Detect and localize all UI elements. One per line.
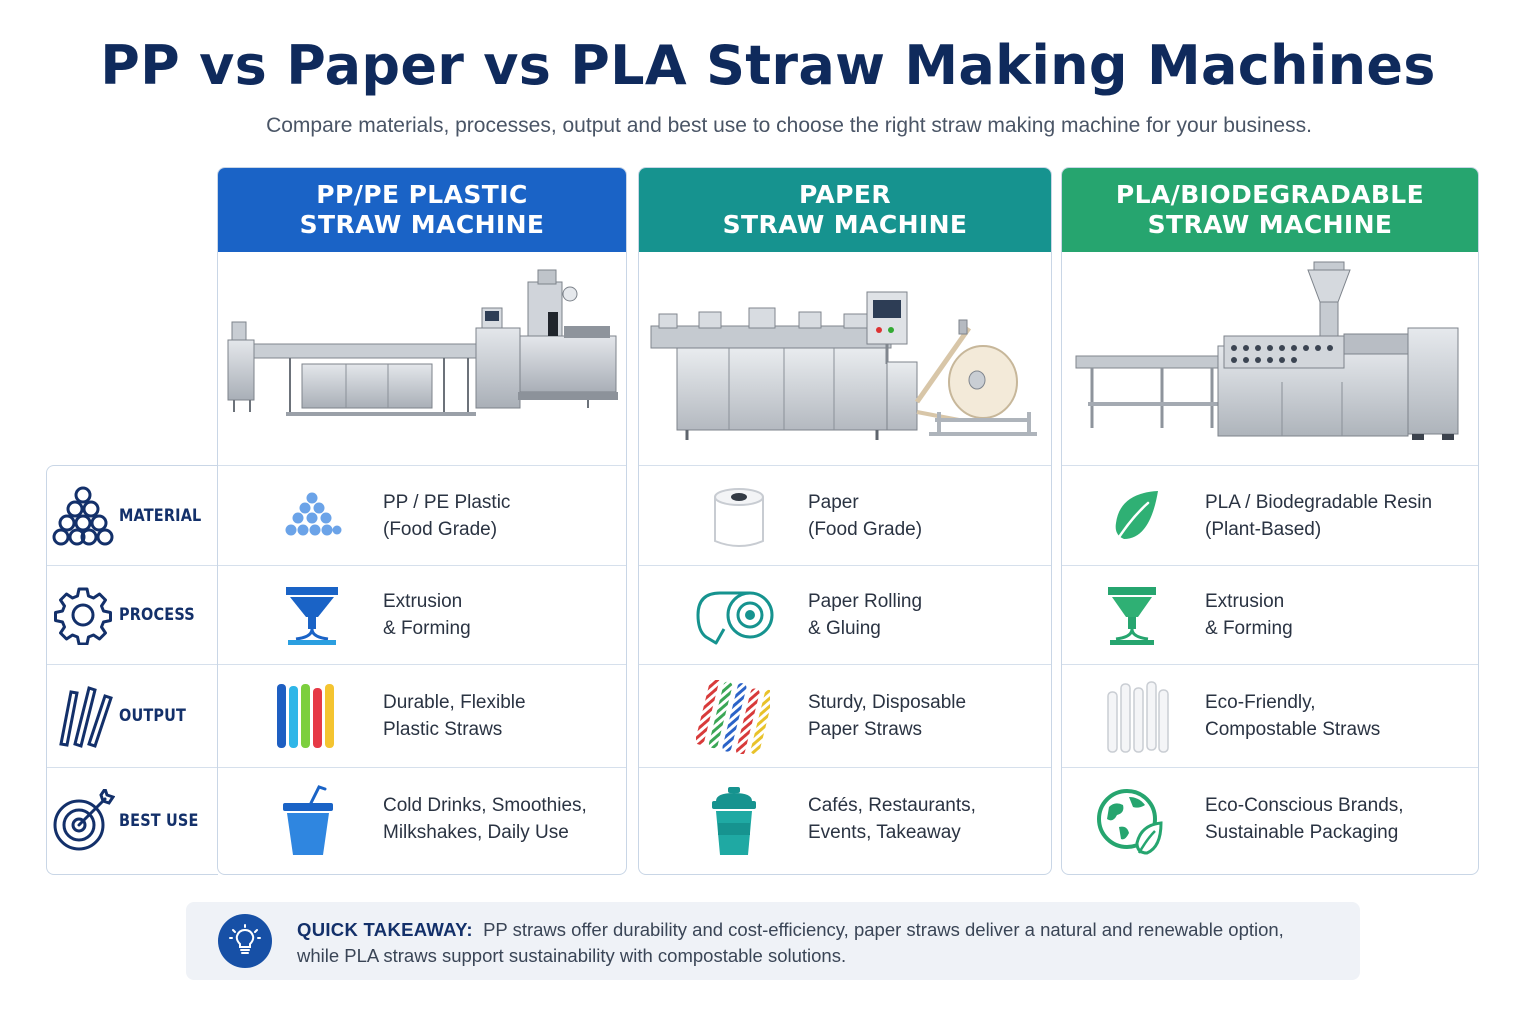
quick-takeaway-text: QUICK TAKEAWAY: PP straws offer durabili… (297, 917, 1337, 969)
paper-column: PAPER STRAW MACHINE (638, 167, 1052, 875)
pla-process-cell: Extrusion & Forming (1062, 566, 1478, 665)
pp-column: PP/PE PLASTIC STRAW MACHINE (217, 167, 627, 875)
paper-process-cell: Paper Rolling & Gluing (639, 566, 1051, 665)
quick-takeaway-label: QUICK TAKEAWAY: (297, 919, 473, 940)
paper-rolling-machine-image (639, 252, 1051, 466)
pp-best-use-cell: Cold Drinks, Smoothies, Milkshakes, Dail… (218, 768, 626, 874)
pp-output-cell: Durable, Flexible Plastic Straws (218, 665, 626, 768)
quick-takeaway-box: QUICK TAKEAWAY: PP straws offer durabili… (186, 902, 1360, 980)
white-straws-icon (1102, 679, 1172, 755)
leaf-icon (1108, 488, 1164, 548)
colored-straws-icon (274, 681, 342, 751)
paper-output-cell: Sturdy, Disposable Paper Straws (639, 665, 1051, 768)
row-label-text: MATERIAL (119, 505, 202, 526)
paper-best-use-text: Cafés, Restaurants, Events, Takeaway (808, 795, 976, 843)
pp-output-text: Durable, Flexible Plastic Straws (383, 692, 526, 740)
paper-material-cell: Paper (Food Grade) (639, 466, 1051, 566)
row-label-material: MATERIAL (47, 466, 219, 566)
row-label-text: BEST USE (119, 811, 199, 831)
pp-header-line2: STRAW MACHINE (299, 210, 545, 239)
pla-best-use-text: Eco-Conscious Brands, Sustainable Packag… (1205, 795, 1404, 843)
pla-header-line1: PLA/BIODEGRADABLE (1115, 180, 1425, 209)
paper-output-text: Sturdy, Disposable Paper Straws (808, 692, 967, 740)
extrusion-die-icon (282, 584, 342, 648)
quick-takeaway-line1: PP straws offer durability and cost-effi… (483, 919, 1284, 940)
pla-best-use-cell: Eco-Conscious Brands, Sustainable Packag… (1062, 768, 1478, 874)
pla-column: PLA/BIODEGRADABLE STRAW MACHINE (1061, 167, 1479, 875)
pp-best-use-text: Cold Drinks, Smoothies, Milkshakes, Dail… (383, 795, 587, 843)
row-label-process: PROCESS (47, 566, 219, 665)
globe-leaf-icon (1094, 786, 1166, 858)
cold-drink-cup-icon (280, 784, 336, 858)
paper-header-line1: PAPER (798, 180, 892, 209)
straws-icon (47, 665, 119, 767)
row-label-text: PROCESS (119, 605, 195, 625)
pp-process-text: Extrusion & Forming (383, 591, 471, 639)
pla-output-text: Eco-Friendly, Compostable Straws (1205, 692, 1381, 740)
quick-takeaway-line2: while PLA straws support sustainability … (297, 945, 847, 966)
stacked-pellets-icon (47, 466, 119, 565)
lightbulb-icon (218, 914, 272, 968)
paper-process-text: Paper Rolling & Gluing (808, 591, 923, 639)
row-label-output: OUTPUT (47, 665, 219, 768)
row-label-text: OUTPUT (119, 706, 187, 726)
pla-material-text: PLA / Biodegradable Resin (Plant-Based) (1205, 492, 1433, 540)
paper-best-use-cell: Cafés, Restaurants, Events, Takeaway (639, 768, 1051, 874)
paper-roll-icon (709, 486, 769, 550)
page-title: PP vs Paper vs PLA Straw Making Machines (100, 34, 1436, 97)
rolling-paper-icon (693, 586, 777, 646)
row-label-best-use: BEST USE (47, 768, 219, 874)
pp-extrusion-line-image (218, 252, 626, 466)
pp-material-text: PP / PE Plastic (Food Grade) (383, 492, 511, 540)
striped-straws-icon (695, 679, 771, 755)
page-subtitle: Compare materials, processes, output and… (266, 114, 1312, 137)
pla-process-text: Extrusion & Forming (1205, 591, 1293, 639)
row-label-panel: MATERIAL PROCESS OUTPUT (46, 465, 219, 875)
pp-column-header: PP/PE PLASTIC STRAW MACHINE (218, 168, 626, 252)
paper-column-header: PAPER STRAW MACHINE (639, 168, 1051, 252)
pla-material-cell: PLA / Biodegradable Resin (Plant-Based) (1062, 466, 1478, 566)
pla-column-header: PLA/BIODEGRADABLE STRAW MACHINE (1062, 168, 1478, 252)
gear-icon (47, 566, 119, 664)
pla-extruder-machine-image (1062, 252, 1478, 466)
pla-output-cell: Eco-Friendly, Compostable Straws (1062, 665, 1478, 768)
takeaway-cup-icon (709, 784, 759, 858)
extrusion-die-icon (1102, 584, 1162, 648)
paper-header-line2: STRAW MACHINE (722, 210, 968, 239)
pla-header-line2: STRAW MACHINE (1147, 210, 1393, 239)
plastic-pellets-icon (280, 488, 344, 544)
pp-process-cell: Extrusion & Forming (218, 566, 626, 665)
paper-material-text: Paper (Food Grade) (808, 492, 923, 540)
pp-header-line1: PP/PE PLASTIC (316, 180, 528, 209)
pp-material-cell: PP / PE Plastic (Food Grade) (218, 466, 626, 566)
target-icon (47, 768, 119, 874)
